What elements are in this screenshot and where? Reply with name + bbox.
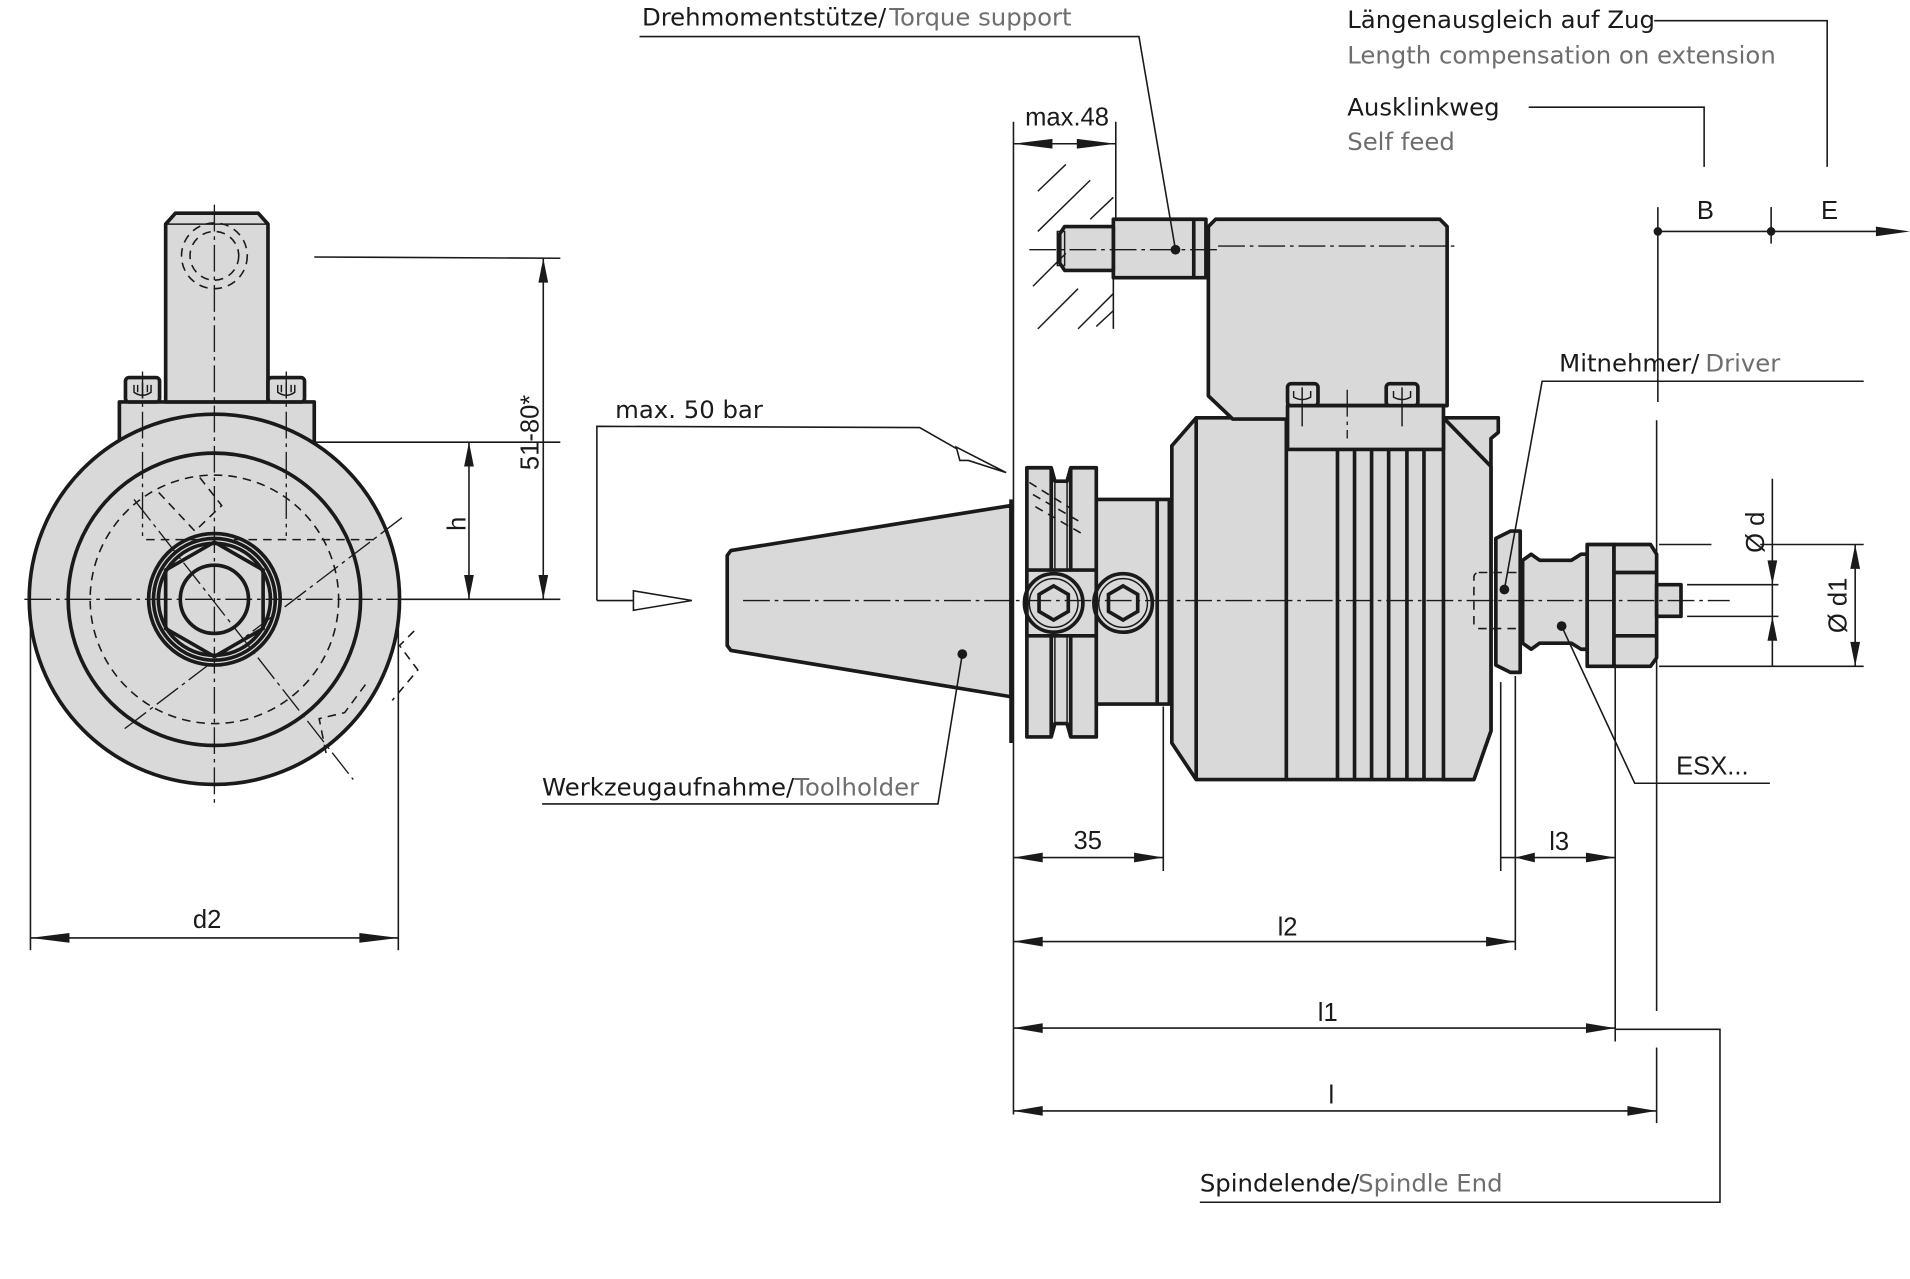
machine-wall-hatching (1032, 163, 1115, 330)
toolholder-label-de: Werkzeugaufnahme/ (542, 772, 795, 801)
dim-E: E (1821, 197, 1838, 225)
length-comp-leader (1654, 19, 1828, 167)
height-range-arrow-top (538, 258, 549, 283)
socket-screw-2-outer (1092, 571, 1155, 635)
self-feed-label-en: Self feed (1347, 127, 1455, 156)
dim35-arrow-right (1134, 852, 1164, 863)
d2-arrow-right (359, 933, 399, 943)
torque-stem (163, 211, 270, 404)
dim-l1: l1 (1318, 999, 1338, 1027)
d-arrow-top (1767, 560, 1778, 585)
spindle-end-leader (1199, 1028, 1721, 1204)
diagonal-centerline-1 (133, 499, 354, 780)
d1-arrow-top (1850, 544, 1861, 569)
dim-35: 35 (1074, 827, 1102, 855)
b-end-dot (1766, 227, 1776, 236)
height-range-extension (314, 256, 561, 260)
length-comp-label-de: Längenausgleich auf Zug (1347, 5, 1655, 34)
driver-label-en: Driver (1705, 349, 1781, 378)
h-arrow-bottom (464, 574, 474, 600)
flange-coolant-bore (1028, 481, 1083, 535)
diagonal-centerline-2 (121, 517, 403, 732)
clutch-tooth-3 (318, 684, 367, 756)
h-arrow-top (464, 442, 474, 467)
clutch-tooth-1 (157, 477, 223, 533)
l-arrow-right (1627, 1106, 1657, 1116)
pin-hole-hidden-inner (189, 230, 240, 281)
l2-arrow-left (1013, 936, 1043, 947)
d2-arrow-left (30, 933, 70, 943)
dim-h: h (443, 517, 471, 531)
dim35-arrow-left (1013, 852, 1043, 863)
driver-hidden-bore (1473, 571, 1524, 630)
socket-screw-2-inner (1098, 577, 1149, 629)
coolant-pressure-label: max. 50 bar (615, 395, 764, 424)
spindle-end-label-en: Spindle End (1358, 1168, 1502, 1197)
bracket-clamp (1285, 403, 1446, 452)
front-view: h 51-80* d2 (24, 204, 561, 951)
torque-support-label-en: Torque support (888, 3, 1071, 32)
l-arrow-left (1013, 1106, 1043, 1116)
l2-arrow-right (1486, 936, 1516, 947)
dim-height-range: 51-80* (516, 395, 544, 470)
collet-leader (1560, 625, 1770, 785)
socket-screw-2-hex (1106, 583, 1140, 623)
torque-pin-tip (1057, 224, 1116, 273)
dim-l3: l3 (1549, 828, 1569, 856)
driver-collar (1494, 529, 1523, 675)
dim-phi-d1: Ø d1 (1825, 578, 1853, 633)
toolholder-leader (542, 653, 964, 805)
collet-shank (1520, 552, 1590, 652)
socket-screw-1-outer (1022, 571, 1085, 635)
dim-max48: max.48 (1025, 103, 1109, 131)
toolholder-leader-dot (957, 649, 968, 659)
side-view: max. 50 bar Werkzeugaufnahme/ Toolholder (542, 3, 1910, 1204)
driver-leader (1503, 380, 1864, 590)
self-feed-leader (1528, 106, 1705, 167)
collet-label: ESX... (1676, 753, 1749, 781)
coolant-arrow-lower (632, 589, 693, 612)
coolant-leader (596, 425, 963, 601)
socket-screw-1-inner (1028, 577, 1079, 629)
dim-l: l (1329, 1082, 1335, 1110)
l1-arrow-right (1585, 1023, 1616, 1033)
driver-label-de: Mitnehmer/ (1559, 349, 1700, 378)
clutch-tooth-2 (391, 630, 419, 701)
be-axis-arrow (1875, 226, 1910, 237)
bracket-screw-symbol-1 (1292, 387, 1312, 427)
d1-arrow-bottom (1850, 641, 1861, 667)
torque-pin-end (1056, 230, 1066, 267)
bracket-screw-symbol-2 (1392, 387, 1412, 427)
dim-l2: l2 (1278, 913, 1298, 941)
max48-arrow-left (1013, 138, 1053, 149)
l1-arrow-left (1013, 1023, 1043, 1033)
dim-phi-d: Ø d (1742, 512, 1770, 553)
socket-screw-1-hex (1037, 583, 1071, 623)
collet-nut-body (1585, 542, 1616, 669)
dim-d2: d2 (193, 906, 221, 934)
max48-arrow-right (1076, 138, 1116, 149)
coolant-arrow-upper (954, 445, 1007, 474)
collet-nut (1612, 542, 1659, 669)
dim-B: B (1697, 197, 1714, 225)
torque-support-label-de: Drehmomentstütze/ (642, 3, 887, 32)
l3-arrow-right (1585, 852, 1616, 863)
height-range-arrow-bottom (538, 574, 549, 600)
length-comp-label-en: Length compensation on extension (1347, 40, 1776, 69)
torque-support-leader-dot (1170, 244, 1181, 255)
l3-arrow-left (1515, 852, 1535, 863)
b-start-dot (1653, 227, 1663, 236)
toolholder-label-en: Toolholder (793, 772, 920, 801)
housing-front-chamfer (1441, 415, 1493, 782)
d-arrow-bottom (1767, 616, 1778, 641)
torque-support-leader (639, 35, 1177, 250)
spindle-end-label-de: Spindelende/ (1200, 1168, 1360, 1197)
self-feed-label-de: Ausklinkweg (1347, 93, 1499, 122)
